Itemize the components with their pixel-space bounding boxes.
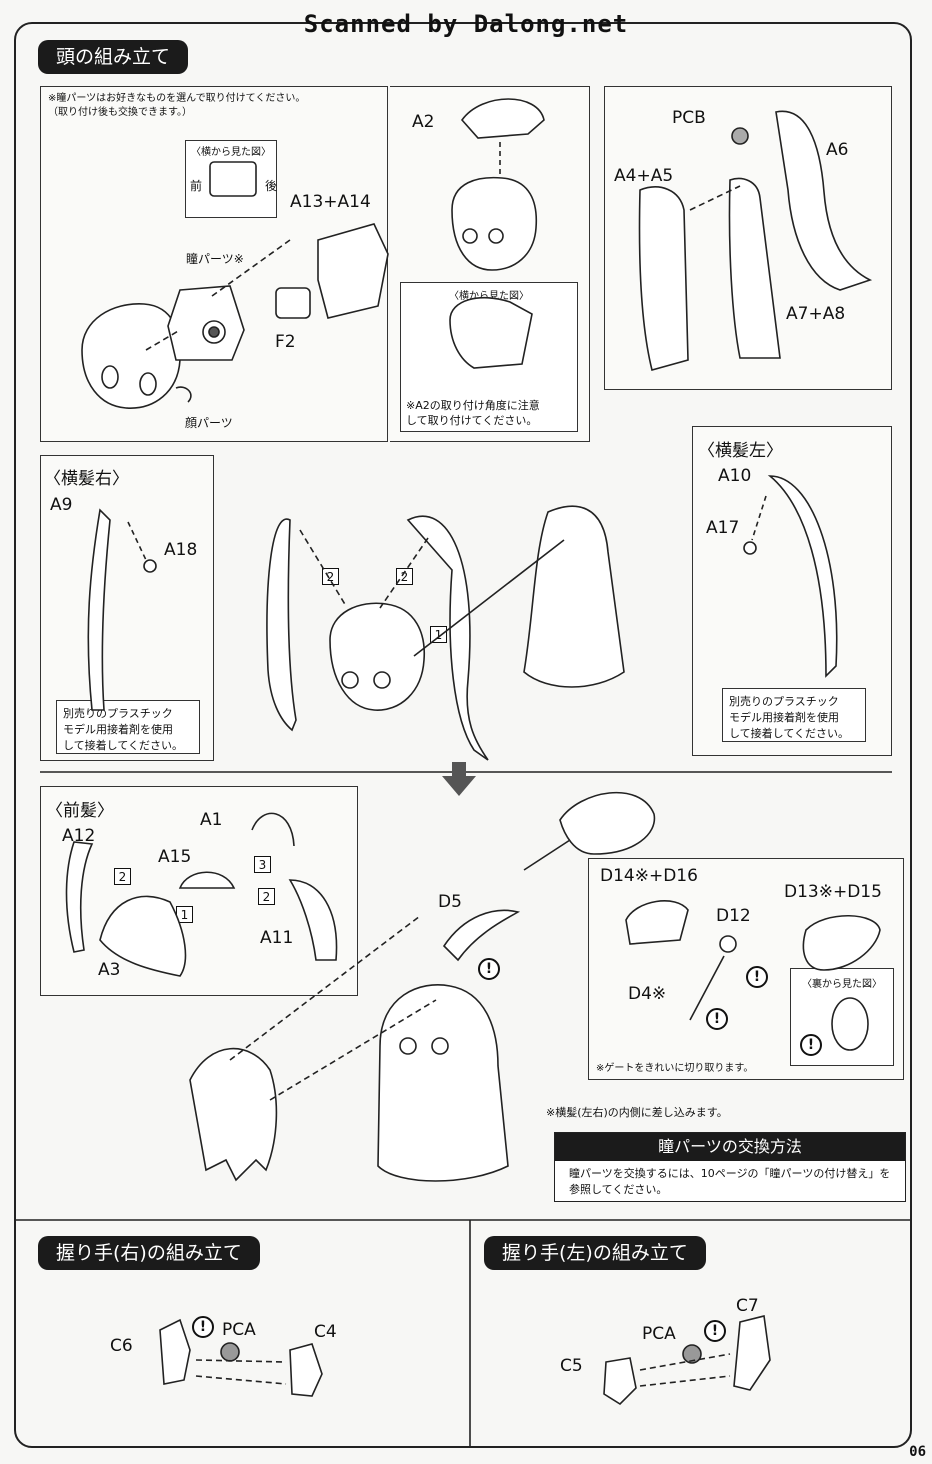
label-a7-a8: A7+A8	[786, 304, 846, 324]
step-2-right: 2	[396, 568, 413, 585]
label-c5: C5	[560, 1356, 583, 1376]
part-a12-drawing	[65, 841, 94, 953]
side-hair-left-drawing	[406, 515, 489, 761]
part-a3-drawing	[99, 895, 187, 977]
label-a9: A9	[50, 495, 73, 515]
accessory-head-drawing	[559, 791, 656, 855]
part-a6-drawing	[775, 110, 873, 291]
step-1: 1	[430, 626, 447, 643]
bangs-assembled-drawing	[189, 1047, 278, 1182]
part-f2-drawing	[275, 287, 311, 319]
head-block-drawing	[167, 285, 245, 361]
part-a4-a5-drawing	[638, 186, 689, 371]
section-title-head-assembly: 頭の組み立て	[38, 40, 189, 74]
bangs-step-2b: 2	[258, 888, 275, 905]
back-view-label: 〈裏から見た図〉	[802, 979, 882, 990]
part-pca-left-drawing	[682, 1344, 702, 1364]
back-label: 後	[265, 179, 278, 193]
label-pca-left: PCA	[642, 1324, 676, 1344]
part-a13-a14-drawing	[317, 223, 389, 319]
side-view-part	[209, 161, 257, 197]
label-a12: A12	[62, 826, 96, 846]
page-number: 06	[909, 1444, 926, 1460]
label-a6: A6	[826, 140, 849, 160]
part-d12-drawing	[719, 935, 737, 953]
label-a15: A15	[158, 847, 192, 867]
label-d12: D12	[716, 906, 751, 926]
bangs-step-2a: 2	[114, 868, 131, 885]
heading-side-hair-right: 〈横髪右〉	[44, 469, 129, 489]
part-a15-drawing	[178, 871, 236, 889]
head-assembled-drawing	[329, 602, 426, 711]
side-view-label: 〈横から見た図〉	[191, 147, 271, 158]
eye-parts-label: 瞳パーツ※	[186, 252, 244, 266]
part-c5-drawing	[603, 1357, 637, 1406]
down-arrow-icon	[442, 762, 476, 796]
part-c4-drawing	[289, 1343, 323, 1397]
caution-icon-d5: !	[478, 958, 500, 980]
label-a1: A1	[200, 810, 223, 830]
heading-side-hair-left: 〈横髪左〉	[698, 441, 783, 461]
eye-exchange-body: 瞳パーツを交換するには、10ページの「瞳パーツの付け替え」を参照してください。	[569, 1167, 891, 1196]
part-pcb-drawing	[731, 127, 749, 145]
side-hair-right-drawing	[266, 518, 297, 732]
head-a2-drawing	[451, 176, 538, 271]
label-pca-right: PCA	[222, 1320, 256, 1340]
label-a4-a5: A4+A5	[614, 166, 674, 186]
caution-icon-d12: !	[746, 966, 768, 988]
caution-icon-grip-left: !	[704, 1320, 726, 1342]
part-a11-drawing	[288, 879, 338, 961]
label-a11: A11	[260, 928, 294, 948]
part-d5-drawing	[442, 909, 521, 962]
part-pca-right-drawing	[220, 1342, 240, 1362]
caution-icon-back: !	[800, 1034, 822, 1056]
heading-bangs: 〈前髪〉	[46, 801, 114, 821]
eye-exchange-title: 瞳パーツの交換方法	[555, 1133, 905, 1161]
glue-note-left: 別売りのプラスチック モデル用接着剤を使用 して接着してください。	[722, 688, 866, 742]
a2-side-view-label: 〈横から見た図〉	[449, 291, 529, 302]
part-d13-d15-drawing	[802, 914, 881, 971]
label-a3: A3	[98, 960, 121, 980]
label-f2: F2	[275, 332, 296, 352]
label-d13-d15: D13※+D15	[784, 882, 882, 902]
a2-note: ※A2の取り付け角度に注意 して取り付けてください。	[406, 399, 540, 427]
label-d14-d16: D14※+D16	[600, 866, 698, 886]
part-a1-drawing	[251, 812, 295, 847]
label-d4: D4※	[628, 984, 667, 1004]
label-d5: D5	[438, 892, 462, 912]
back-hair-assembled-drawing	[523, 505, 625, 688]
front-label: 前	[190, 179, 203, 193]
label-a13-a14: A13+A14	[290, 192, 371, 212]
caution-icon-d4: !	[706, 1008, 728, 1030]
panel1-note: ※瞳パーツはお好きなものを選んで取り付けてください。 （取り付け後も交換できます…	[48, 93, 306, 118]
label-a17: A17	[706, 518, 740, 538]
glue-note-right: 別売りのプラスチック モデル用接着剤を使用 して接着してください。	[56, 700, 200, 754]
scan-credit: Scanned by Dalong.net	[303, 10, 629, 38]
gate-note: ※ゲートをきれいに切り取ります。	[596, 1063, 754, 1074]
insert-note: ※横髪(左右)の内側に差し込みます。	[546, 1106, 728, 1119]
part-c6-drawing	[159, 1318, 191, 1385]
part-d4-drawing	[689, 955, 725, 1021]
label-c7: C7	[736, 1296, 759, 1316]
label-c6: C6	[110, 1336, 133, 1356]
eye-exchange-box: 瞳パーツの交換方法 瞳パーツを交換するには、10ページの「瞳パーツの付け替え」を…	[554, 1132, 906, 1202]
part-a2-drawing	[460, 98, 545, 139]
label-pcb: PCB	[672, 108, 706, 128]
section-title-grip-right: 握り手(右)の組み立て	[38, 1236, 260, 1270]
label-c4: C4	[314, 1322, 337, 1342]
part-d14-d16-drawing	[625, 900, 689, 945]
page-frame	[14, 22, 912, 1448]
label-a2: A2	[412, 112, 435, 132]
step-2-left: 2	[322, 568, 339, 585]
a2-side-view-drawing	[449, 296, 533, 369]
caution-icon-grip-right: !	[192, 1316, 214, 1338]
section-title-grip-left: 握り手(左)の組み立て	[484, 1236, 706, 1270]
face-parts-label: 顔パーツ	[185, 416, 233, 430]
part-c7-drawing	[733, 1315, 771, 1391]
label-a10: A10	[718, 466, 752, 486]
bangs-step-3: 3	[254, 856, 271, 873]
final-head-drawing	[377, 984, 509, 1182]
label-a18: A18	[164, 540, 198, 560]
